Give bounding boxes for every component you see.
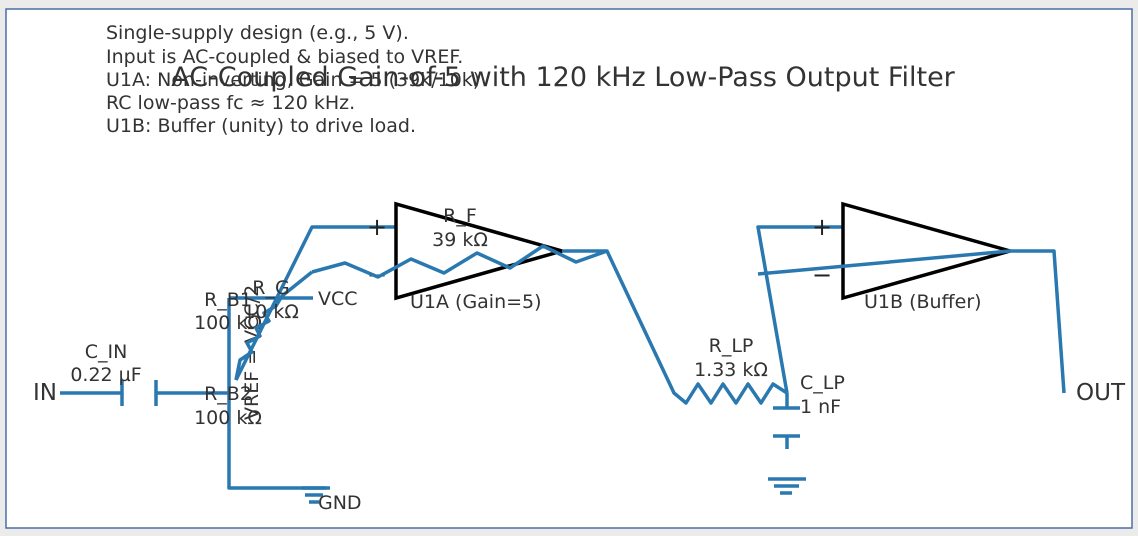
c-lp-value: 1 nF — [800, 396, 841, 418]
c-in-value: 0.22 µF — [70, 364, 141, 386]
gnd-symbol — [302, 486, 326, 504]
u1b-noninverting-wire — [756, 225, 843, 394]
note-line-4: RC low-pass fc ≈ 120 kHz. — [106, 92, 355, 114]
r-lp-value: 1.33 kΩ — [694, 359, 768, 381]
r-f-resistor — [311, 244, 609, 279]
r-b2-value: 100 kΩ — [194, 407, 262, 429]
u1a-opamp-triangle — [394, 201, 569, 301]
bias-vertical-wire — [227, 298, 330, 490]
u1b-plus-sign: + — [812, 213, 832, 241]
r-g-value: 10 kΩ — [243, 301, 299, 323]
u1b-opamp-triangle — [841, 201, 1017, 301]
r-b1-value: 100 kΩ — [194, 312, 262, 334]
note-line-1: Single-supply design (e.g., 5 V). — [106, 22, 409, 44]
r-f-value: 39 kΩ — [432, 229, 488, 251]
u1b-minus-sign: − — [812, 261, 832, 289]
vcc-label: VCC — [318, 288, 358, 310]
note-line-5: U1B: Buffer (unity) to drive load. — [106, 115, 416, 137]
c-in-name: C_IN — [85, 341, 128, 363]
r-f-name: R_F — [443, 205, 477, 227]
u1b-feedback-output-wire — [757, 249, 1066, 394]
noninverting-input-wire — [234, 225, 396, 381]
diagram-title: AC-Coupled Gain-of-5 with 120 kHz Low-Pa… — [171, 62, 955, 93]
input-coupling-capacitor — [60, 380, 229, 406]
r-lp-resistor — [605, 250, 788, 405]
c-lp-capacitor — [773, 393, 800, 449]
r-b2-name: R_B2 — [204, 383, 252, 405]
c-lp-name: C_LP — [800, 372, 845, 394]
r-b1-name: R_B1 — [204, 289, 252, 311]
gnd-label: GND — [318, 492, 362, 514]
u1a-plus-sign: + — [367, 213, 387, 241]
u1a-label: U1A (Gain=5) — [410, 291, 542, 313]
note-line-3: U1A: Non-inverting, Gain = 5 (39k/10k) — [106, 69, 480, 91]
c-lp-gnd-symbol — [768, 477, 806, 495]
note-line-2: Input is AC-coupled & biased to VREF. — [106, 46, 463, 68]
u1b-label: U1B (Buffer) — [864, 291, 982, 313]
input-port-label: IN — [33, 380, 57, 406]
r-g-name: R_G — [252, 277, 289, 299]
r-lp-name: R_LP — [709, 335, 754, 357]
output-port-label: OUT — [1076, 380, 1126, 406]
